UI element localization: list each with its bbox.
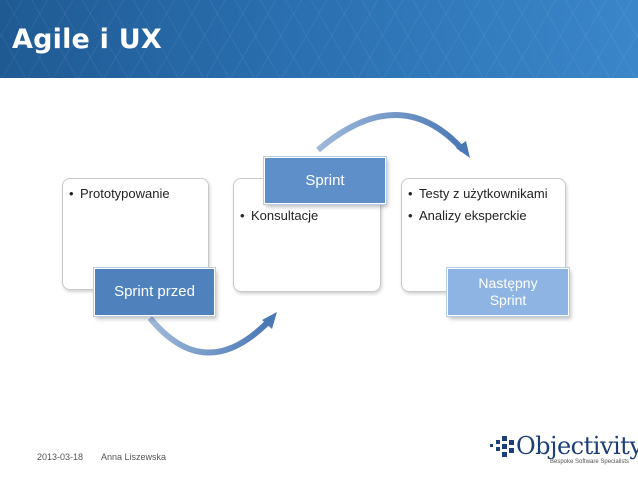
tag-sprint-przed-text: Sprint przed xyxy=(114,283,195,300)
bullet-prototypowanie: Prototypowanie xyxy=(69,185,208,203)
tag-sprint: Sprint xyxy=(263,156,387,205)
footer-date: 2013-03-18 xyxy=(37,452,84,462)
bullet-testy: Testy z użytkownikami xyxy=(408,185,565,203)
arrow-head-1 xyxy=(262,312,277,329)
logo-tagline: Bespoke Software Specialists xyxy=(550,459,630,465)
footer-author: Anna Liszewska xyxy=(101,452,167,462)
bullet-analizy: Analizy eksperckie xyxy=(408,207,565,225)
tag-sprint-text: Sprint xyxy=(305,172,345,189)
logo-wordmark: Objectivity xyxy=(516,432,638,460)
tag-nastepny-line2: Sprint xyxy=(489,292,527,308)
slide-title: Agile i UX xyxy=(12,24,162,55)
tag-sprint-przed: Sprint przed xyxy=(93,267,216,317)
title-bar-pattern xyxy=(0,0,638,78)
objectivity-logo: Objectivity Bespoke Software Specialists xyxy=(488,426,638,470)
arrow-sprint-to-nastepny xyxy=(316,112,466,153)
tag-nastepny-line1: Następny xyxy=(478,275,538,291)
arrow-sprint-przed-to-sprint xyxy=(147,316,271,356)
bullet-konsultacje: Konsultacje xyxy=(240,207,380,225)
tag-nastepny-sprint: Następny Sprint xyxy=(446,267,570,317)
title-bar: Agile i UX xyxy=(0,0,638,78)
arrow-head-2 xyxy=(456,141,470,158)
